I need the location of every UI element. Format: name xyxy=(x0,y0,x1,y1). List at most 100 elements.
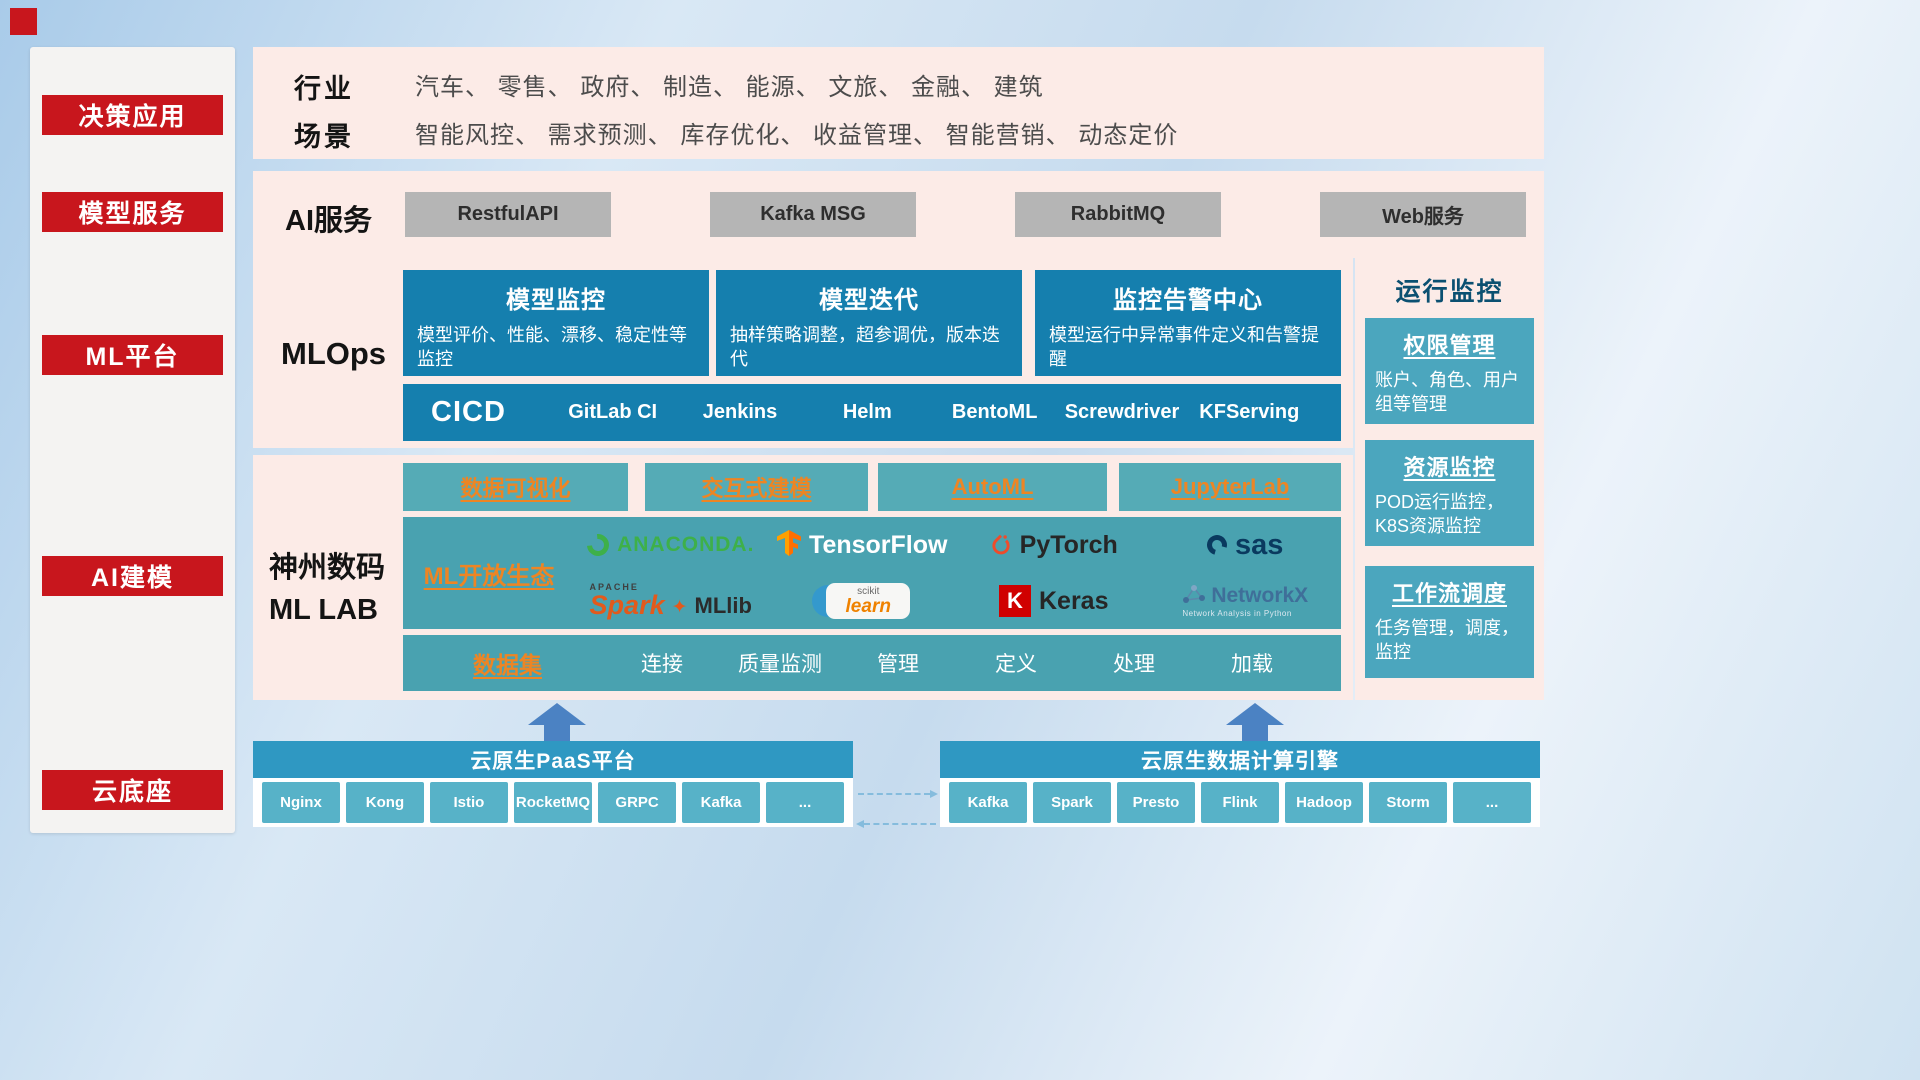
ml-ecosystem-label: ML开放生态 xyxy=(423,562,555,590)
engine-chip-flink: Flink xyxy=(1201,782,1279,823)
card-model-monitoring: 模型监控 模型评价、性能、漂移、稳定性等监控 xyxy=(403,270,709,376)
industry-label: 行业 xyxy=(294,74,354,104)
tool-chip-data-visualization: 数据可视化 xyxy=(403,463,628,511)
ml-ecosystem-grid: ANACONDA. TensorFlow PyTorch sas xyxy=(575,517,1341,629)
networkx-subtitle: Network Analysis in Python xyxy=(1182,609,1292,619)
card-resource-monitoring: 资源监控 POD运行监控，K8S资源监控 xyxy=(1365,440,1534,546)
mllib-wordmark: MLlib xyxy=(694,593,752,618)
cicd-item-screwdriver: Screwdriver xyxy=(1064,401,1180,423)
card-model-iteration: 模型迭代 抽样策略调整，超参调优，版本迭代 xyxy=(716,270,1022,376)
card-desc: 账户、角色、用户组等管理 xyxy=(1375,370,1519,415)
tool-chip-interactive-modeling: 交互式建模 xyxy=(645,463,868,511)
scikit-learn-wordmark: learn xyxy=(845,595,891,617)
card-desc: POD运行监控，K8S资源监控 xyxy=(1375,492,1505,537)
industry-list: 汽车、 零售、 政府、 制造、 能源、 文旅、 金融、 建筑 xyxy=(415,74,1044,101)
data-engine-bar: 云原生数据计算引擎 xyxy=(940,741,1540,778)
anaconda-icon xyxy=(582,529,614,561)
networkx-logo: NetworkX Network Analysis in Python xyxy=(1150,584,1342,619)
card-title: 权限管理 xyxy=(1403,333,1496,358)
dataset-item-process: 处理 xyxy=(1113,653,1155,676)
engine-chip-presto: Presto xyxy=(1117,782,1195,823)
ai-service-panel: AI服务 RestfulAPI Kafka MSG RabbitMQ Web服务 xyxy=(253,171,1544,258)
cicd-item-gitlab-ci: GitLab CI xyxy=(568,401,658,423)
tool-chip-automl: AutoML xyxy=(878,463,1107,511)
cicd-item-helm: Helm xyxy=(842,401,892,423)
mllab-panel: 神州数码 ML LAB 数据可视化 交互式建模 AutoML JupyterLa… xyxy=(253,455,1353,700)
service-chip-kafka-msg: Kafka MSG xyxy=(710,192,916,237)
corner-accent xyxy=(10,8,37,35)
anaconda-wordmark: ANACONDA. xyxy=(617,533,755,556)
keras-icon: K xyxy=(999,585,1031,617)
sidebar-item-model-service: 模型服务 xyxy=(42,192,223,232)
sas-wordmark: sas xyxy=(1235,528,1284,561)
scikit-top-text: scikit xyxy=(857,585,880,597)
paas-chip-grpc: GRPC xyxy=(598,782,677,823)
cicd-item-bentoml: BentoML xyxy=(951,401,1038,423)
card-alert-center: 监控告警中心 模型运行中异常事件定义和告警提醒 xyxy=(1035,270,1341,376)
dashed-arrow-right-icon xyxy=(858,790,938,798)
keras-wordmark: Keras xyxy=(1039,586,1109,615)
paas-platform-bar: 云原生PaaS平台 xyxy=(253,741,853,778)
arrow-stem xyxy=(1242,725,1268,742)
sidebar-item-ai-modeling: AI建模 xyxy=(42,556,223,596)
arrow-stem xyxy=(544,725,570,742)
paas-chip-kafka: Kafka xyxy=(682,782,761,823)
networkx-row: NetworkX xyxy=(1182,584,1308,609)
card-desc: 模型评价、性能、漂移、稳定性等监控 xyxy=(417,325,687,370)
cicd-item-kfserving: KFServing xyxy=(1199,401,1300,423)
dataset-item-quality: 质量监测 xyxy=(738,653,822,676)
dataset-label: 数据集 xyxy=(473,652,542,678)
spark-mllib-logo: APACHE Spark ✦ MLlib xyxy=(575,583,767,619)
sas-icon xyxy=(1203,531,1231,559)
pytorch-logo: PyTorch xyxy=(958,531,1150,560)
paas-chip-more: ... xyxy=(766,782,844,823)
scene-list: 智能风控、 需求预测、 库存优化、 收益管理、 智能营销、 动态定价 xyxy=(415,122,1179,149)
card-workflow-scheduling: 工作流调度 任务管理，调度，监控 xyxy=(1365,566,1534,678)
mllab-label-line1: 神州数码 xyxy=(269,552,386,584)
tensorflow-logo: TensorFlow xyxy=(767,529,959,561)
card-desc: 模型运行中异常事件定义和告警提醒 xyxy=(1049,325,1319,370)
tensorflow-icon xyxy=(777,529,802,561)
apache-label: APACHE xyxy=(589,582,639,592)
arrow-head xyxy=(528,703,586,725)
card-title: 资源监控 xyxy=(1403,455,1496,480)
card-permission-management: 权限管理 账户、角色、用户组等管理 xyxy=(1365,318,1534,424)
engine-chip-strip: Kafka Spark Presto Flink Hadoop Storm ..… xyxy=(940,778,1540,827)
card-title: 工作流调度 xyxy=(1391,581,1507,606)
networkx-icon xyxy=(1182,584,1206,609)
dashed-arrow-left-icon xyxy=(856,820,936,828)
engine-chip-spark: Spark xyxy=(1033,782,1111,823)
paas-chip-istio: Istio xyxy=(429,782,508,823)
sidebar-item-ml-platform: ML平台 xyxy=(42,335,223,375)
paas-chip-nginx: Nginx xyxy=(262,782,340,823)
networkx-wordmark: NetworkX xyxy=(1211,584,1309,608)
paas-chip-rocketmq: RocketMQ xyxy=(513,782,593,823)
card-desc: 任务管理，调度，监控 xyxy=(1375,618,1519,663)
pytorch-wordmark: PyTorch xyxy=(1019,530,1118,559)
spark-wrap: APACHE Spark ✦ MLlib xyxy=(590,583,752,619)
ai-service-label: AI服务 xyxy=(285,205,373,237)
ml-ecosystem-box: ML开放生态 ANACONDA. TensorFlow PyTorch sas xyxy=(403,517,1341,629)
scikit-learn-badge: scikit learn xyxy=(812,581,912,621)
sidebar-item-cloud-base: 云底座 xyxy=(42,770,223,810)
sidebar-item-decision-apps: 决策应用 xyxy=(42,95,223,135)
service-chip-rabbitmq: RabbitMQ xyxy=(1015,192,1221,237)
card-desc: 抽样策略调整，超参调优，版本迭代 xyxy=(730,325,1000,370)
engine-chip-storm: Storm xyxy=(1369,782,1447,823)
cicd-label: CICD xyxy=(431,396,506,428)
up-arrow-icon xyxy=(528,703,586,742)
industry-scene-panel: 行业 汽车、 零售、 政府、 制造、 能源、 文旅、 金融、 建筑 场景 智能风… xyxy=(253,47,1544,159)
engine-chip-hadoop: Hadoop xyxy=(1285,782,1363,823)
dataset-item-manage: 管理 xyxy=(877,653,919,676)
runtime-monitor-panel: 运行监控 权限管理 账户、角色、用户组等管理 资源监控 POD运行监控，K8S资… xyxy=(1355,258,1544,700)
cicd-bar: CICD GitLab CI Jenkins Helm BentoML Scre… xyxy=(403,384,1341,441)
scikit-learn-logo: scikit learn xyxy=(767,581,959,621)
card-title: 模型监控 xyxy=(506,287,606,314)
paas-chip-kong: Kong xyxy=(345,782,424,823)
dataset-item-connect: 连接 xyxy=(641,653,683,676)
tensorflow-wordmark: TensorFlow xyxy=(809,530,948,559)
arrow-head xyxy=(1226,703,1284,725)
mllab-label: 神州数码 ML LAB xyxy=(269,547,385,631)
service-chip-web: Web服务 xyxy=(1320,192,1526,237)
